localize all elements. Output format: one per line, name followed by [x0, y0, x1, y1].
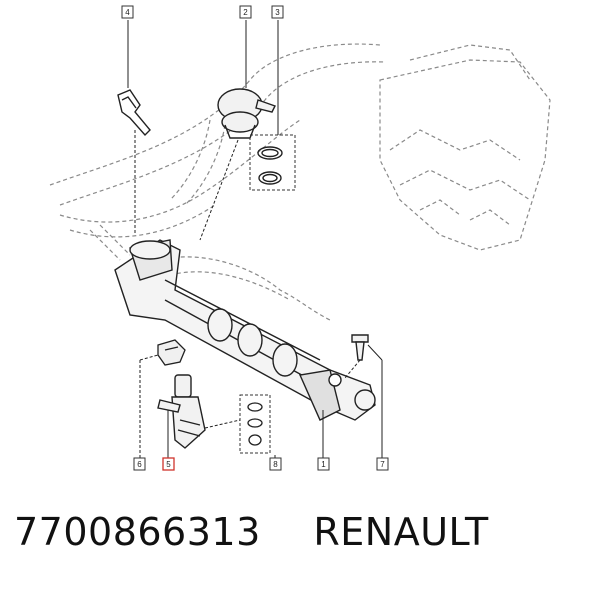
svg-text:6: 6	[137, 460, 142, 469]
pressure-regulator	[217, 88, 276, 139]
callout-3: 3	[271, 5, 284, 19]
injector-seals	[239, 394, 271, 454]
svg-text:2: 2	[243, 8, 248, 17]
retaining-clip	[117, 89, 151, 137]
callout-8: 8	[269, 457, 282, 471]
leader-lines	[127, 20, 383, 458]
fuel-rail	[114, 239, 376, 421]
injector-clip	[157, 339, 186, 366]
svg-text:7: 7	[380, 460, 385, 469]
brand-name: RENAULT	[313, 510, 489, 554]
svg-text:1: 1	[321, 460, 326, 469]
mounting-bolt	[351, 334, 369, 361]
svg-text:4: 4	[125, 8, 130, 17]
part-number: 7700866313	[14, 510, 261, 554]
fuel-injector	[157, 374, 206, 449]
callout-4: 4	[121, 5, 134, 19]
callout-5: 5	[162, 457, 175, 471]
svg-text:5: 5	[166, 460, 171, 469]
o-ring-seals	[249, 134, 296, 191]
callout-7: 7	[376, 457, 389, 471]
svg-text:3: 3	[275, 8, 280, 17]
svg-text:8: 8	[273, 460, 278, 469]
callout-6: 6	[133, 457, 146, 471]
callout-2: 2	[239, 5, 252, 19]
callout-1: 1	[317, 457, 330, 471]
parts-diagram: 4 2 3 6 5 8 1 7	[49, 5, 551, 471]
part-caption: 7700866313 RENAULT	[14, 510, 594, 580]
